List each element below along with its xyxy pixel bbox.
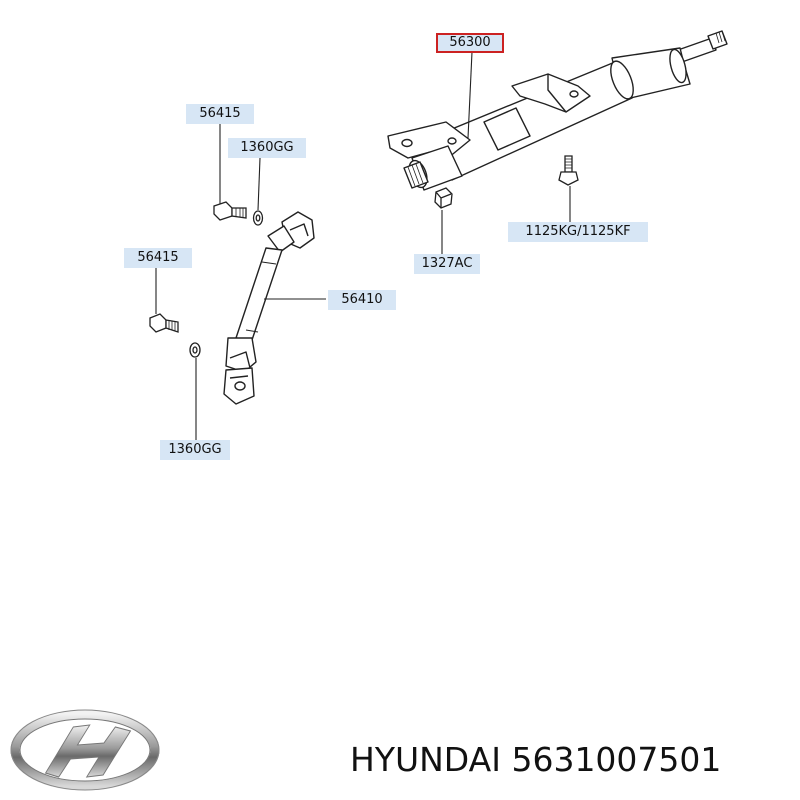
label-bolt-upper: 56415 xyxy=(186,104,254,124)
lower-bolt xyxy=(149,313,179,333)
brand-part-caption: HYUNDAI 5631007501 xyxy=(350,735,790,785)
hex-nut xyxy=(434,187,453,209)
hyundai-logo-icon xyxy=(10,709,160,791)
label-washer-upper: 1360GG xyxy=(228,138,306,158)
label-bolt-lower: 56415 xyxy=(124,248,192,268)
label-stud-bolt: 1125KG/1125KF xyxy=(508,222,648,242)
lower-washer xyxy=(189,342,201,358)
label-nut: 1327AC xyxy=(414,254,480,274)
part-number: 5631007501 xyxy=(511,740,722,779)
upper-bolt xyxy=(213,201,247,221)
label-joint-assembly: 56410 xyxy=(328,290,396,310)
steering-column-assembly xyxy=(387,30,728,191)
universal-joint-assembly xyxy=(223,211,315,405)
upper-washer xyxy=(252,210,264,226)
brand-name: HYUNDAI xyxy=(350,740,501,779)
label-column-assembly: 56300 xyxy=(436,33,504,53)
label-washer-lower: 1360GG xyxy=(160,440,230,460)
leader-lines xyxy=(155,51,571,440)
stud-bolt xyxy=(558,155,579,186)
